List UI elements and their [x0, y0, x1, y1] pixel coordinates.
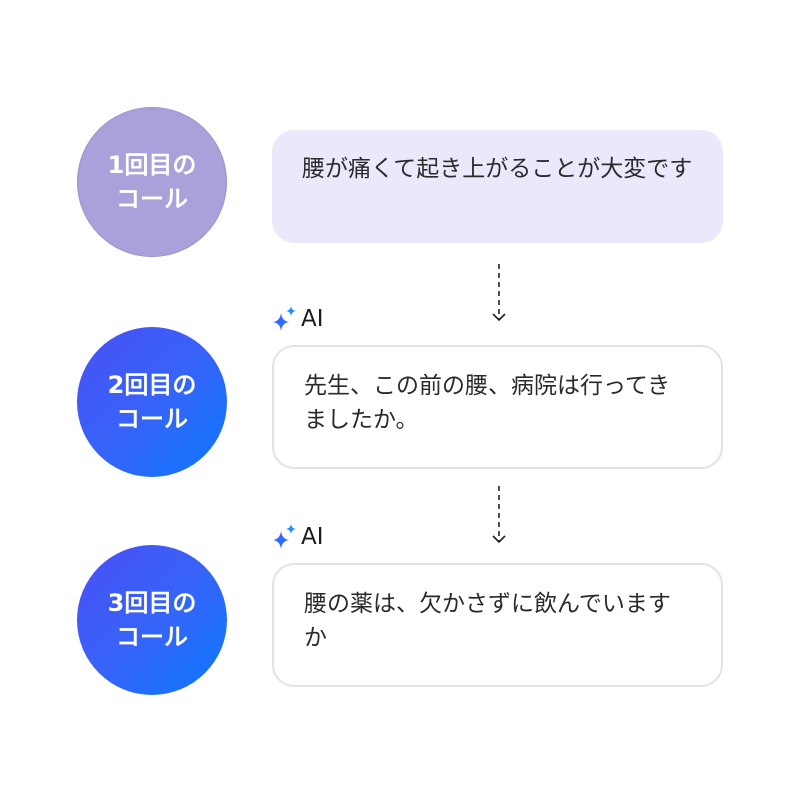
call-2-label-line1: 2回目の: [107, 371, 197, 399]
call-2-ai-badge: AI: [272, 305, 324, 333]
call-3-message: 腰の薬は、欠かさずに飲んでいますか: [304, 591, 671, 651]
call-2-message-bubble: 先生、この前の腰、病院は行ってきましたか。: [272, 345, 723, 469]
sparkle-icon: [273, 306, 296, 331]
dashed-arrow-down-icon: [492, 486, 506, 544]
call-3-message-bubble: 腰の薬は、欠かさずに飲んでいますか: [272, 563, 723, 687]
call-1-label-line2: コール: [115, 185, 188, 213]
call-1-circle: 1回目の コール: [77, 107, 227, 257]
call-1-label-line1: 1回目の: [107, 151, 197, 179]
call-2-message: 先生、この前の腰、病院は行ってきましたか。: [304, 373, 671, 433]
sparkle-icon: [273, 524, 296, 549]
call-2-speaker-label: AI: [301, 306, 324, 332]
call-3-ai-badge: AI: [272, 523, 324, 551]
call-2-circle: 2回目の コール: [77, 327, 227, 477]
call-3-circle: 3回目の コール: [77, 545, 227, 695]
dashed-arrow-down-icon: [492, 264, 506, 322]
call-2-label-line2: コール: [115, 405, 188, 433]
call-3-label-line1: 3回目の: [107, 589, 197, 617]
call-1-message: 腰が痛くて起き上がることが大変です: [302, 156, 693, 182]
call-3-label-line2: コール: [115, 623, 188, 651]
call-3-speaker-label: AI: [301, 524, 324, 550]
call-1-message-bubble: 腰が痛くて起き上がることが大変です: [272, 130, 723, 243]
